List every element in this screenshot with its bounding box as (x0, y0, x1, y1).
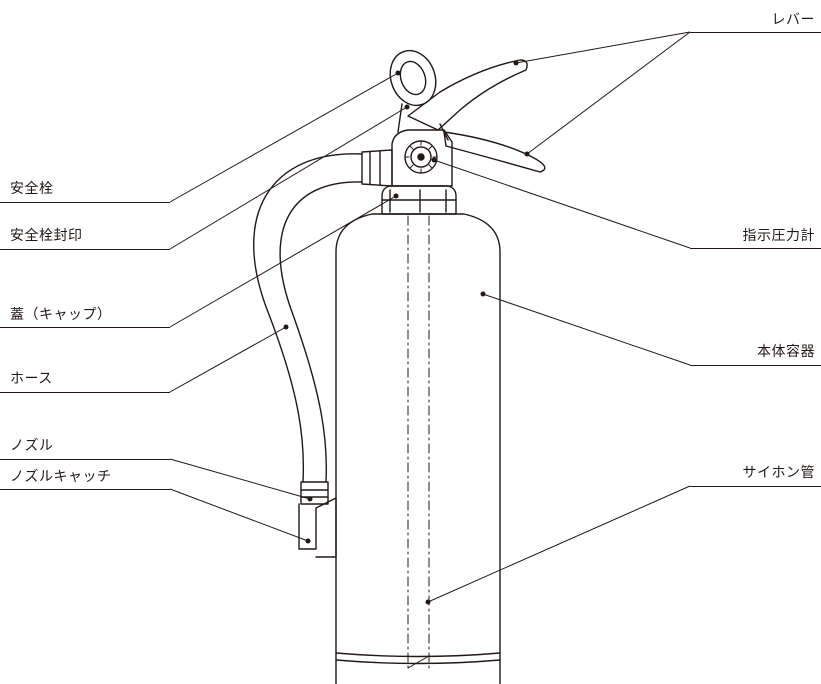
underline-nozzle-catch (0, 489, 170, 490)
body-container-outline (335, 213, 501, 684)
leader-body-container (482, 293, 691, 366)
dot-lever-lower (524, 151, 530, 157)
label-nozzle-catch: ノズルキャッチ (10, 469, 112, 485)
dot-nozzle-catch (305, 538, 311, 544)
safety-pin-stem (397, 103, 403, 133)
nozzle-catch (298, 497, 337, 558)
lever-pivot (439, 123, 449, 141)
label-safety-pin: 安全栓 (10, 181, 54, 197)
label-siphon-tube: サイホン管 (742, 465, 815, 481)
leader-safety-pin-seal (169, 106, 408, 250)
label-nozzle: ノズル (10, 438, 54, 454)
lever-upper (407, 59, 528, 131)
underline-siphon-tube (690, 486, 821, 487)
lever-lower (443, 131, 546, 173)
leader-safety-pin (169, 72, 399, 203)
leader-cap (169, 195, 397, 328)
dot-pressure-gauge (431, 157, 437, 163)
pressure-gauge-center (417, 153, 425, 161)
hose-inner (279, 181, 363, 483)
leader-pressure-gauge (433, 159, 691, 249)
pressure-gauge-inner (410, 146, 432, 168)
underline-cap (0, 327, 170, 328)
dot-cap (393, 193, 399, 199)
label-cap: 蓋（キャップ） (10, 307, 112, 323)
dot-nozzle (307, 496, 313, 502)
leader-lever-lower (526, 31, 691, 155)
underline-hose (0, 392, 170, 393)
hose-coupling (361, 149, 393, 187)
underline-body-container (690, 365, 821, 366)
label-safety-pin-seal: 安全栓封印 (10, 228, 83, 244)
body-bottom-band (335, 652, 501, 658)
body-bottom-band-2 (335, 659, 501, 665)
dot-hose (283, 324, 289, 330)
label-hose: ホース (10, 371, 53, 387)
label-pressure-gauge: 指示圧力計 (742, 228, 815, 244)
safety-pin-ring (389, 49, 437, 107)
dot-siphon-tube (425, 599, 431, 605)
underline-lever (690, 32, 821, 33)
safety-pin-ring-inner (399, 60, 427, 96)
leader-siphon-tube (427, 485, 691, 603)
hose-outer (253, 153, 363, 483)
label-body-container: 本体容器 (757, 344, 815, 360)
leader-hose (169, 326, 287, 393)
underline-safety-pin (0, 202, 170, 203)
underline-safety-pin-seal (0, 249, 170, 250)
leader-nozzle-catch (169, 488, 309, 542)
dot-safety-pin (395, 70, 401, 76)
nozzle (300, 481, 329, 505)
underline-nozzle (0, 459, 170, 460)
leader-lever-upper (515, 31, 691, 64)
leader-nozzle (169, 458, 311, 500)
label-lever: レバー (771, 12, 815, 28)
pressure-gauge-ticks (404, 140, 438, 174)
dot-lever-upper (513, 60, 519, 66)
underline-pressure-gauge (690, 248, 821, 249)
dot-safety-pin-seal (404, 104, 410, 110)
dot-body-container (480, 291, 486, 297)
valve-head (391, 129, 453, 187)
siphon-tube-end (407, 655, 430, 669)
